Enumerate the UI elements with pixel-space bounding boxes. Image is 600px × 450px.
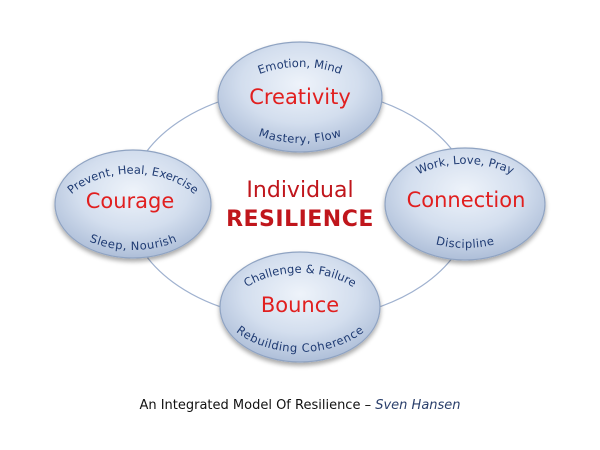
creativity-top-text: Emotion, Mind [256, 56, 344, 77]
bounce-ellipse [219, 251, 381, 363]
connection-ellipse [384, 147, 546, 261]
bounce-title: Bounce [261, 293, 339, 317]
node-courage: Prevent, Heal, Exercise Courage Sleep, N… [54, 149, 212, 259]
node-creativity: Emotion, Mind Creativity Mastery, Flow [217, 41, 383, 153]
node-bounce: Challenge & Failure Bounce Rebuilding Co… [219, 251, 381, 363]
center-title-line1: Individual [246, 178, 353, 203]
creativity-ellipse [217, 41, 383, 153]
courage-title: Courage [86, 189, 175, 213]
caption-text: An Integrated Model Of Resilience – [139, 398, 376, 413]
connection-bottom-text: Discipline [435, 234, 495, 251]
courage-ellipse [54, 149, 212, 259]
center-title-line2: RESILIENCE [226, 207, 374, 232]
node-connection: Work, Love, Pray Connection Discipline [384, 147, 546, 261]
caption-author: Sven Hansen [375, 398, 461, 413]
connection-title: Connection [407, 188, 526, 212]
caption: An Integrated Model Of Resilience – Sven… [0, 398, 600, 413]
creativity-title: Creativity [249, 85, 351, 109]
